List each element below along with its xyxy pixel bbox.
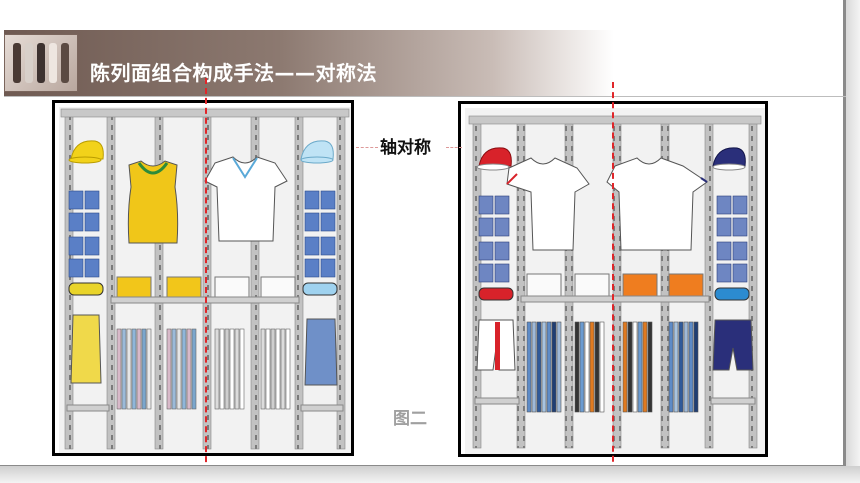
store-thumbnail	[4, 34, 78, 92]
axis-label-leader-left	[356, 147, 378, 148]
slide-shadow-right	[846, 0, 860, 483]
right-symmetry-axis	[612, 82, 614, 482]
left-display-wall	[52, 100, 354, 456]
header-divider	[4, 96, 846, 97]
left-symmetry-axis	[205, 78, 207, 482]
axis-label-leader-right	[446, 147, 462, 148]
figure-caption: 图二	[393, 409, 427, 429]
slide-shadow-bottom	[0, 466, 860, 483]
axis-symmetry-label: 轴对称	[380, 138, 431, 158]
title-banner	[4, 30, 614, 96]
slide-title: 陈列面组合构成手法——对称法	[90, 61, 377, 85]
right-display-drawing	[465, 108, 765, 454]
